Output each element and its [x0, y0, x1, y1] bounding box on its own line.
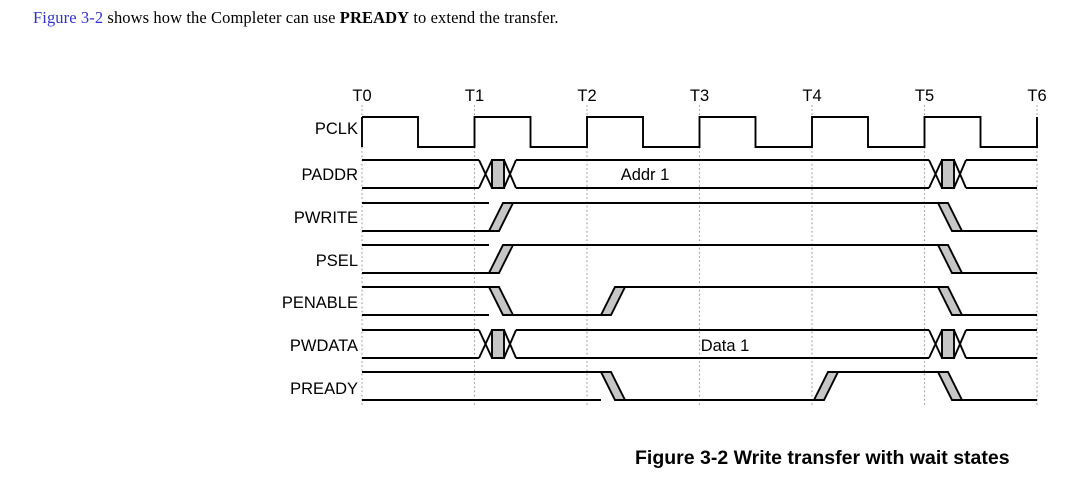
intro-text-end: to extend the transfer.: [409, 8, 559, 27]
signal-labels: PCLK PADDR PWRITE PSEL PENABLE PWDATA PR…: [282, 120, 358, 398]
waveform-pready: [362, 371, 1037, 401]
pready-fall-fill: [599, 371, 627, 401]
waveform-pclk: [361, 116, 1038, 148]
penable-fall2-fill: [936, 286, 964, 316]
paddr-cross2-b: [928, 159, 943, 189]
time-marker-t0: T0: [352, 87, 371, 105]
waveform-psel: [362, 244, 1037, 274]
figure-link[interactable]: Figure 3-2: [33, 8, 104, 27]
pwdata-cross2-b: [928, 329, 943, 359]
penable-rise-fill: [599, 286, 627, 316]
psel-rise-fill: [487, 244, 515, 274]
paddr-cross2-fill: [941, 159, 955, 189]
pwdata-cross1-d: [503, 329, 517, 359]
paddr-value-label: Addr 1: [621, 166, 670, 184]
signal-label-pwdata: PWDATA: [290, 337, 358, 355]
intro-bold-term: PREADY: [339, 8, 410, 27]
signal-label-pready: PREADY: [290, 380, 358, 398]
pwdata-cross2-d: [953, 329, 967, 359]
pwrite-rise-fill: [487, 202, 515, 232]
pwdata-value-label: Data 1: [701, 337, 750, 355]
time-marker-t4: T4: [802, 87, 821, 105]
time-marker-t3: T3: [690, 87, 709, 105]
signal-label-psel: PSEL: [316, 252, 358, 270]
grid-lines: [361, 105, 1038, 405]
waveform-pwdata: Data 1: [362, 329, 1037, 359]
time-marker-labels: T0 T1 T2 T3 T4 T5 T6: [352, 87, 1046, 105]
pwrite-fall-fill: [936, 202, 964, 232]
signal-label-pclk: PCLK: [315, 120, 358, 138]
waveform-penable: [362, 286, 1037, 316]
paddr-cross1-fill: [491, 159, 505, 189]
figure-caption: Figure 3-2 Write transfer with wait stat…: [635, 447, 1010, 469]
signal-label-pwrite: PWRITE: [294, 209, 358, 227]
paddr-cross2-d: [953, 159, 967, 189]
time-marker-t1: T1: [465, 87, 484, 105]
pready-fall2-fill: [936, 371, 964, 401]
paddr-cross1-d: [503, 159, 517, 189]
pclk-path: [362, 116, 1038, 148]
intro-text-after: shows how the Completer can use: [103, 8, 340, 27]
waveform-paddr: Addr 1: [362, 159, 1037, 189]
intro-paragraph: Figure 3-2 shows how the Completer can u…: [33, 8, 559, 28]
pready-rise-fill: [812, 371, 840, 401]
pwdata-cross1-b: [478, 329, 493, 359]
waveform-pwrite: [362, 202, 1037, 232]
signal-label-paddr: PADDR: [301, 166, 358, 184]
paddr-cross1-b: [478, 159, 493, 189]
time-marker-t6: T6: [1027, 87, 1046, 105]
signal-label-penable: PENABLE: [282, 294, 358, 312]
pwdata-cross2-fill: [941, 329, 955, 359]
penable-fall-fill: [487, 286, 515, 316]
pwdata-cross1-fill: [491, 329, 505, 359]
time-marker-t5: T5: [915, 87, 934, 105]
psel-fall-fill: [936, 244, 964, 274]
time-marker-t2: T2: [577, 87, 596, 105]
timing-diagram: T0 T1 T2 T3 T4 T5 T6 PCLK PADDR PWRITE P…: [282, 87, 1047, 405]
